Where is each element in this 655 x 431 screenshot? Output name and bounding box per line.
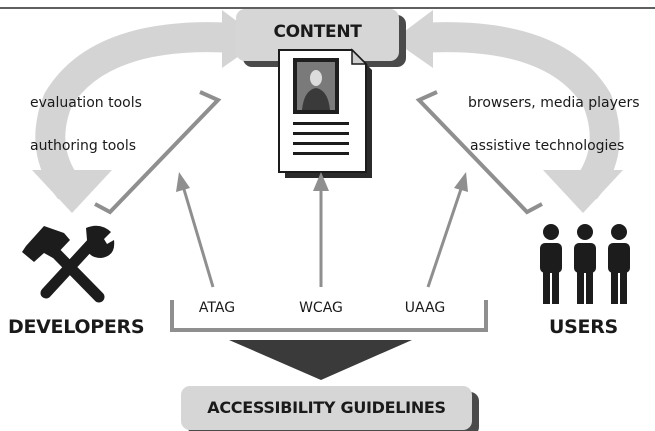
- guideline-arrows: [176, 172, 468, 288]
- guidelines-bracket: [170, 300, 488, 332]
- guideline-uaag: UAAG: [404, 300, 446, 316]
- left-tool-evaluation: evaluation tools: [30, 95, 142, 111]
- content-label: CONTENT: [273, 22, 362, 42]
- accessibility-guidelines-label: ACCESSIBILITY GUIDELINES: [207, 398, 446, 417]
- left-tool-authoring: authoring tools: [30, 138, 137, 154]
- left-bracket: [94, 90, 222, 215]
- document-with-picture-icon: [278, 48, 372, 178]
- person-figure: [608, 224, 630, 304]
- right-curved-arrow: [393, 10, 623, 213]
- hammer-wrench-icon: [22, 225, 115, 303]
- guideline-wcag: WCAG: [299, 300, 343, 316]
- person-figure: [574, 224, 596, 304]
- guideline-atag: ATAG: [198, 300, 236, 316]
- users-label: USERS: [549, 316, 618, 338]
- person-figure: [540, 224, 562, 304]
- people-icon: [540, 224, 630, 304]
- down-arrow-triangle: [229, 340, 412, 380]
- left-curved-arrow: [32, 10, 262, 213]
- developers-label: DEVELOPERS: [8, 316, 145, 338]
- right-tool-assistive: assistive technologies: [470, 138, 625, 154]
- right-tool-browsers: browsers, media players: [468, 95, 640, 111]
- accessibility-guidelines-box: [181, 386, 479, 431]
- right-bracket: [415, 90, 543, 215]
